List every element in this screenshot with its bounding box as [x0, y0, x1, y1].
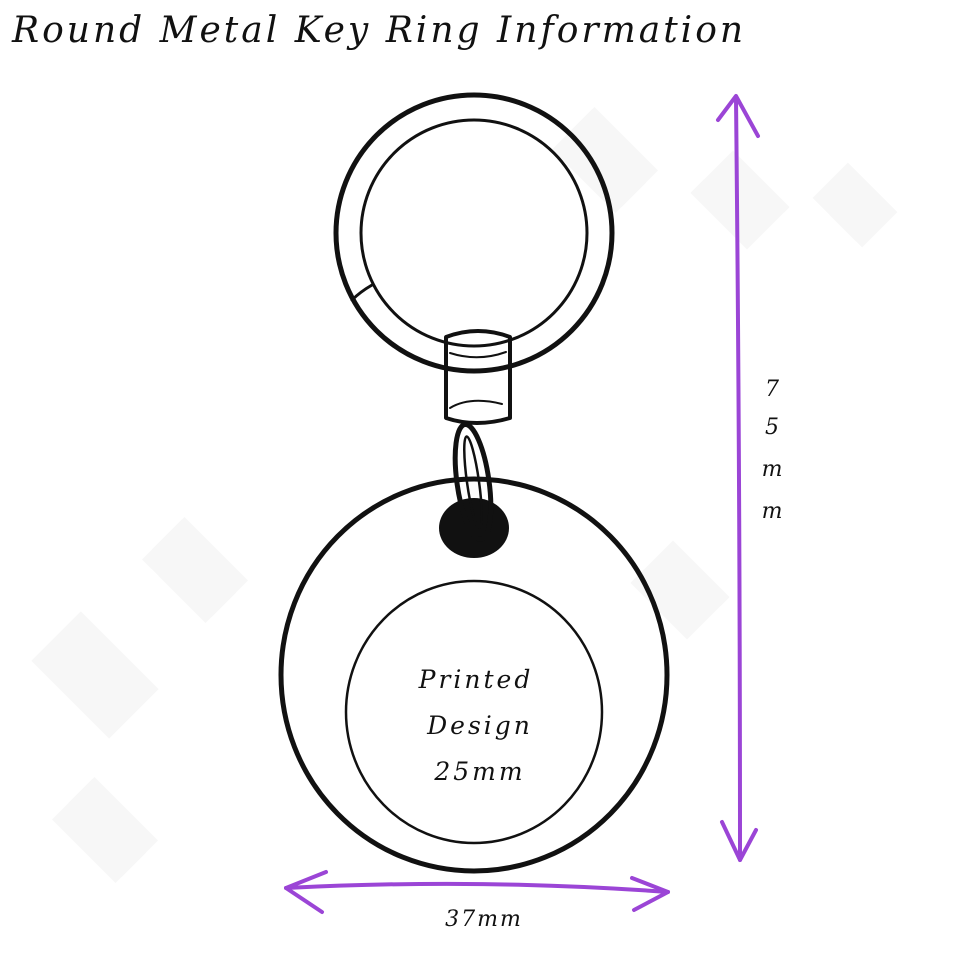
design-label: Printed Design 25mm [418, 665, 534, 786]
design-label-line1: Printed [418, 665, 534, 694]
height-label-char-4: m [762, 499, 785, 524]
width-label: 37mm [445, 907, 523, 932]
height-label-char-3: m [762, 457, 785, 482]
design-label-line3: 25mm [433, 757, 525, 786]
ring-connector [444, 329, 512, 425]
design-label-line2: Design [426, 711, 533, 740]
height-label-char-1: 7 [765, 377, 781, 402]
height-arrow-head-top [716, 94, 760, 138]
height-arrow-head-bottom [720, 820, 758, 862]
jump-ring [452, 422, 494, 542]
split-ring [333, 92, 615, 374]
disc-hole [439, 498, 509, 558]
height-label-char-2: 5 [765, 415, 781, 440]
width-arrow-head-left [284, 870, 328, 914]
page-title: Round Metal Key Ring Information [11, 10, 746, 51]
width-dimension: 37mm [284, 870, 670, 932]
height-arrow-line [734, 96, 742, 862]
watermark [31, 106, 898, 884]
printed-design-area [344, 579, 604, 845]
width-arrow-line [284, 881, 670, 894]
width-arrow-head-right [630, 876, 670, 912]
height-dimension: 7 5 m m [716, 94, 785, 862]
